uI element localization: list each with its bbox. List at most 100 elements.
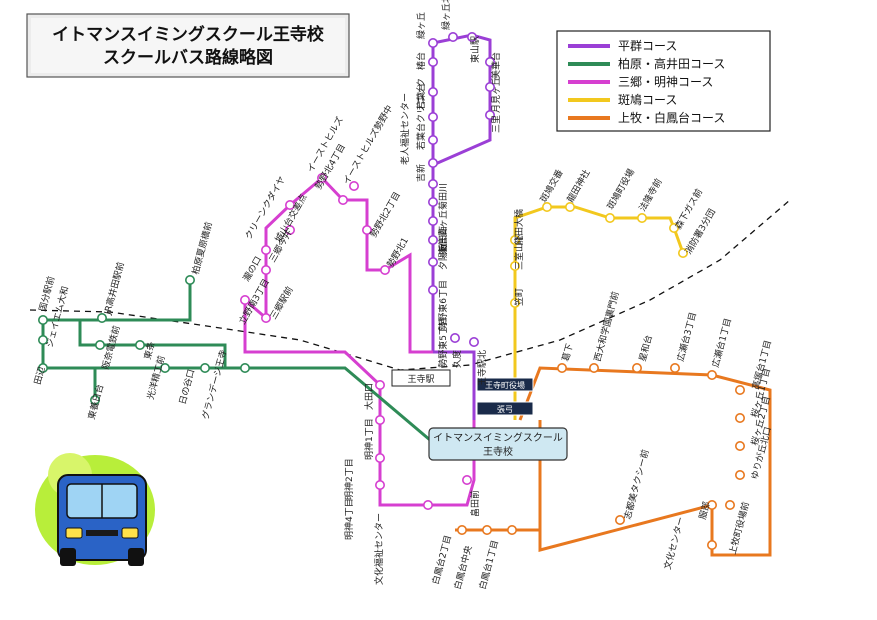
stop-label: 明神1丁目	[363, 418, 375, 460]
stop-label: 葛下	[559, 342, 575, 363]
stop-marker	[37, 334, 48, 345]
oji-station: 王寺駅	[391, 369, 451, 387]
stop-label: 光洋精工前	[144, 354, 167, 401]
stop-label: 三郷駅前	[267, 284, 295, 321]
stop-label: 月見ヶ丘	[491, 77, 502, 113]
stop-label: 白鳳台1丁目	[476, 539, 501, 591]
stop-marker	[260, 264, 271, 275]
stop-marker	[588, 362, 599, 373]
stop-marker	[427, 179, 438, 190]
stop-marker	[509, 260, 520, 271]
stop-marker	[260, 312, 271, 323]
legend-label: 斑鳩コース	[618, 93, 677, 107]
stop-marker	[447, 31, 458, 42]
stop-marker	[160, 362, 171, 373]
stop-marker	[706, 369, 717, 380]
stop-label: 勢野東6丁目	[437, 280, 449, 331]
stop-label: 瀧の口	[240, 254, 264, 283]
stop-label: 畠田前	[469, 490, 481, 517]
stop-marker	[456, 524, 467, 535]
stop-marker	[461, 474, 472, 485]
stop-label: 白鳳台中央	[451, 544, 474, 591]
stop-label: 柏原夏原橋前	[189, 220, 215, 275]
stop-marker	[200, 362, 211, 373]
stop-marker	[240, 294, 251, 305]
stop-marker	[374, 479, 385, 490]
stop-marker	[734, 412, 745, 423]
stop-marker	[379, 264, 390, 275]
stop-label: 広瀬台1丁目	[709, 317, 734, 369]
stop-label: 東山駅	[469, 36, 481, 63]
stop-label: 星和台	[636, 334, 655, 363]
stop-marker	[604, 213, 615, 224]
stop-marker	[427, 87, 438, 98]
route-kanmaki	[455, 366, 772, 557]
stop-marker	[427, 112, 438, 123]
stop-marker	[706, 499, 717, 510]
stop-marker	[135, 339, 146, 350]
yumihari-box: 張弓	[476, 401, 534, 416]
stop-marker	[240, 362, 251, 373]
title-line2: スクールバス路線略図	[103, 47, 273, 68]
school-branch: 王寺校	[483, 445, 513, 458]
stop-label: 椿台	[415, 52, 427, 70]
oji-station-label: 王寺駅	[407, 374, 434, 385]
stop-marker	[185, 274, 196, 285]
stop-marker	[95, 339, 106, 350]
stop-label: 若葉台クリニック	[415, 78, 427, 150]
stop-label: 日の谷口	[177, 368, 197, 406]
stop-marker	[374, 379, 385, 390]
stop-marker	[484, 56, 495, 67]
stop-label: 明神4丁目	[343, 498, 355, 540]
stop-marker	[484, 82, 495, 93]
stop-marker	[427, 135, 438, 146]
school-bus-icon	[35, 453, 155, 566]
stop-marker	[636, 213, 647, 224]
title-line1: イトマンスイミングスクール王寺校	[52, 24, 325, 45]
stop-marker	[541, 202, 552, 213]
stop-marker	[468, 336, 479, 347]
stop-marker	[564, 202, 575, 213]
stop-marker	[484, 110, 495, 121]
stop-label: 笠町	[513, 288, 525, 306]
ojicho-box: 王寺町役場	[476, 377, 534, 392]
stop-marker	[427, 197, 438, 208]
stop-marker	[337, 195, 348, 206]
stop-label: 勢野北1	[384, 235, 411, 269]
stop-marker	[668, 223, 679, 234]
stop-label: 服部	[696, 500, 712, 521]
stop-label: 明神2丁目	[343, 458, 355, 500]
stop-label: 龍田神社	[564, 167, 592, 204]
stop-label: 文化福祉センター	[373, 513, 385, 585]
legend-label: 平群コース	[618, 39, 677, 53]
stop-marker	[284, 200, 295, 211]
stop-label: 老人福祉センター	[399, 93, 411, 165]
stop-label: 緑ヶ丘	[415, 12, 427, 39]
stop-marker	[449, 332, 460, 343]
stop-marker	[506, 524, 517, 535]
stop-label: 東信貴ヶ丘	[437, 210, 449, 255]
stop-label: 若葉台	[415, 83, 427, 110]
stop-label: JR高井田駅前	[101, 261, 127, 317]
stop-label: 久度	[451, 350, 463, 368]
stop-marker	[734, 440, 745, 451]
stop-label: 大田口	[363, 383, 375, 410]
stop-marker	[90, 394, 101, 405]
stop-label: 文化センター	[661, 515, 687, 570]
stop-marker	[427, 158, 438, 169]
stop-marker	[734, 384, 745, 395]
stop-marker	[427, 56, 438, 67]
route-ikaruga	[513, 205, 685, 420]
stop-label: 勢野北2丁目	[367, 190, 403, 240]
title-box: イトマンスイミングスクール王寺校 スクールバス路線略図	[26, 13, 350, 78]
ojicho-label: 王寺町役場	[485, 380, 525, 390]
stop-marker	[427, 256, 438, 267]
stop-marker	[427, 216, 438, 227]
stop-marker	[669, 362, 680, 373]
route-heguri	[431, 33, 492, 420]
stop-label: 吉新	[415, 164, 427, 182]
stop-label: 西大和学園裏門前	[591, 290, 621, 363]
